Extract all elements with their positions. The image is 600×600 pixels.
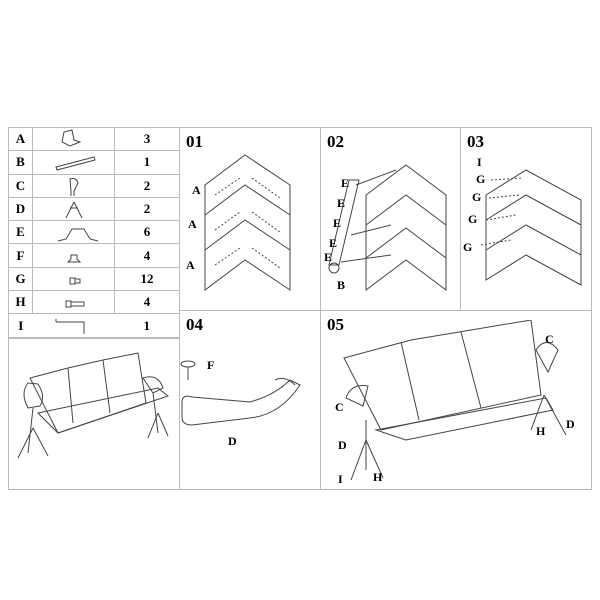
step-number: 05 [327, 315, 344, 334]
seat-panel-icon [60, 129, 81, 147]
step-01-illustration [204, 154, 291, 291]
step-02-illustration [328, 164, 447, 291]
armrest-icon [68, 177, 79, 198]
part-label: C [545, 332, 554, 346]
part-image [32, 126, 115, 152]
part-letter: D [8, 196, 33, 222]
part-quantity: 6 [114, 220, 180, 245]
part-label: F [207, 358, 215, 372]
part-label: A [186, 258, 195, 272]
short-bolt-icon [69, 277, 80, 285]
part-quantity: 4 [114, 290, 180, 315]
step-03-illustration [480, 169, 582, 286]
part-label: G [463, 240, 473, 254]
part-label: H [373, 470, 383, 484]
part-label: I [338, 472, 343, 486]
part-quantity: 1 [114, 313, 180, 338]
part-label: E [333, 216, 342, 230]
part-letter: F [8, 243, 33, 268]
part-image [32, 150, 115, 175]
step-04-illustration [180, 360, 301, 426]
part-label: E [329, 236, 338, 250]
part-image [32, 220, 115, 245]
part-letter: A [8, 126, 33, 152]
part-letter: H [8, 290, 33, 315]
part-image [32, 266, 115, 292]
part-label: A [188, 217, 197, 231]
part-label: B [337, 278, 346, 292]
part-label: C [335, 400, 344, 414]
part-label: E [341, 176, 350, 190]
part-label: G [476, 172, 486, 186]
parts-row: C 2 [8, 173, 180, 198]
parts-row: D 2 [8, 196, 180, 222]
parts-row: I 1 [8, 313, 180, 338]
parts-row: F 4 [8, 243, 180, 268]
long-bolt-icon [65, 300, 84, 308]
step-number: 02 [327, 132, 344, 151]
leg-icon [65, 201, 82, 219]
step-05-illustration [343, 320, 567, 481]
part-letter: I [8, 313, 33, 338]
part-quantity: 3 [114, 126, 180, 152]
part-image [32, 196, 115, 222]
part-quantity: 4 [114, 243, 180, 268]
part-quantity: 12 [114, 266, 180, 292]
step-number: 04 [186, 315, 203, 334]
part-image [32, 173, 115, 198]
part-label: I [477, 155, 482, 169]
part-image [32, 243, 115, 268]
part-letter: G [8, 266, 33, 292]
step-number: 01 [186, 132, 203, 151]
part-letter: B [8, 150, 33, 175]
bench-illustration [17, 352, 170, 459]
part-label: A [192, 183, 201, 197]
part-label: G [468, 212, 478, 226]
parts-row: A 3 [8, 126, 180, 152]
part-label: E [324, 250, 333, 264]
parts-row: H 4 [8, 290, 180, 315]
part-label: D [566, 417, 575, 431]
foot-pad-icon [66, 254, 81, 263]
part-letter: C [8, 173, 33, 198]
part-quantity: 2 [114, 173, 180, 198]
part-quantity: 1 [114, 150, 180, 175]
part-quantity: 2 [114, 196, 180, 222]
step-number: 03 [467, 132, 484, 151]
part-label: D [228, 434, 237, 448]
beam-icon [54, 156, 96, 172]
part-label: H [536, 424, 546, 438]
part-letter: E [8, 220, 33, 245]
part-image [32, 313, 115, 338]
parts-row: G 12 [8, 266, 180, 292]
parts-row: B 1 [8, 150, 180, 175]
parts-row: E 6 [8, 220, 180, 245]
step-05-panel [320, 310, 592, 490]
part-label: G [472, 190, 482, 204]
part-image [32, 290, 115, 315]
bracket-icon [57, 228, 98, 242]
hex-key-icon [55, 318, 84, 334]
part-label: E [337, 196, 346, 210]
part-label: D [338, 438, 347, 452]
